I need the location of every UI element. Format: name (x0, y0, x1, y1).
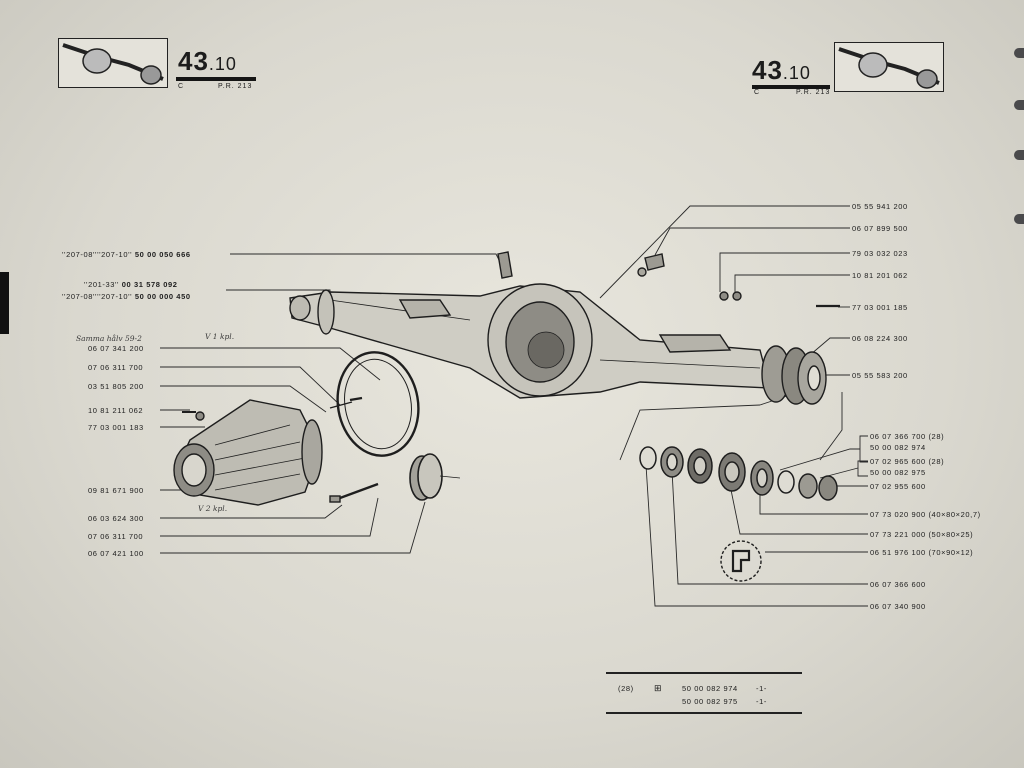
handwritten-note: V 2 kpl. (198, 504, 228, 513)
table-row2-qty: -1- (756, 697, 767, 706)
handwritten-note: V 1 kpl. (205, 332, 235, 341)
header-rule-right (752, 85, 830, 89)
callout-label: 79 03 032 023 (852, 249, 908, 258)
callout-label: 03 51 805 200 (88, 382, 144, 391)
kit-icon: ⊞ (654, 683, 663, 693)
table-row1-part: 50 00 082 974 (682, 684, 738, 693)
page-number-left: 43.10 (178, 46, 237, 76)
callout-label: 06 07 366 600 (870, 580, 926, 589)
callout-label: 10 81 211 062 (88, 406, 144, 415)
callout-label: 10 81 201 062 (852, 271, 908, 280)
punch-hole (1014, 100, 1024, 110)
callout-label: 06 08 224 300 (852, 334, 908, 343)
punch-hole (1014, 48, 1024, 58)
callout-label: 07 73 221 000 (50×80×25) (870, 530, 974, 539)
callout-label: 09 81 671 900 (88, 486, 144, 495)
callout-label: 05 55 583 200 (852, 371, 908, 380)
callout-label: 06 07 340 900 (870, 602, 926, 611)
table-rule (606, 672, 802, 674)
callout-label: 06 07 899 500 (852, 224, 908, 233)
header-letter-right: C (754, 89, 761, 96)
axle-thumbnail-right (834, 42, 944, 92)
callout-label: 07 06 311 700 (88, 363, 144, 372)
axle-thumbnail-left (58, 38, 168, 88)
punch-hole (1014, 214, 1024, 224)
callout-label: 77 03 001 185 (852, 303, 908, 312)
callout-label: 07 02 955 600 (870, 482, 926, 491)
callout-label: ''207-08''''207-10'' 50 00 000 450 (62, 292, 191, 301)
page-number-right: 43.10 (752, 55, 811, 85)
callout-label: 07 73 020 900 (40×80×20,7) (870, 510, 981, 519)
callout-label: 06 03 624 300 (88, 514, 144, 523)
callout-label: ''201-33'' 00 31 578 092 (84, 280, 178, 289)
callout-label: 05 55 941 200 (852, 202, 908, 211)
table-rule (606, 712, 802, 714)
callout-label: 06 07 421 100 (88, 549, 144, 558)
table-row1-qty: -1- (756, 684, 767, 693)
variant-table: (28) ⊞ 50 00 082 974 -1- 50 00 082 975 -… (606, 672, 802, 714)
header-rule-left (176, 77, 256, 81)
callout-label: 06 51 976 100 (70×90×12) (870, 548, 974, 557)
table-row2-part: 50 00 082 975 (682, 697, 738, 706)
header-ref-left: P.R. 213 (218, 83, 253, 90)
callout-label: 06 07 341 200 (88, 344, 144, 353)
header-ref-right: P.R. 213 (796, 89, 831, 96)
callout-label: 06 07 366 700 (28) (870, 432, 945, 441)
punch-hole (1014, 150, 1024, 160)
table-code: (28) (618, 684, 634, 693)
callout-label: 50 00 082 975 (870, 468, 926, 477)
binding-tab (0, 272, 9, 334)
callout-label: 07 02 965 600 (28) (870, 457, 945, 466)
header-letter-left: C (178, 83, 185, 90)
callout-label: 77 03 001 183 (88, 423, 144, 432)
handwritten-note: Samma hålv 59-2 (76, 334, 142, 343)
callout-label: ''207-08''''207-10'' 50 00 050 666 (62, 250, 191, 259)
callout-label: 07 06 311 700 (88, 532, 144, 541)
callout-label: 50 00 082 974 (870, 443, 926, 452)
